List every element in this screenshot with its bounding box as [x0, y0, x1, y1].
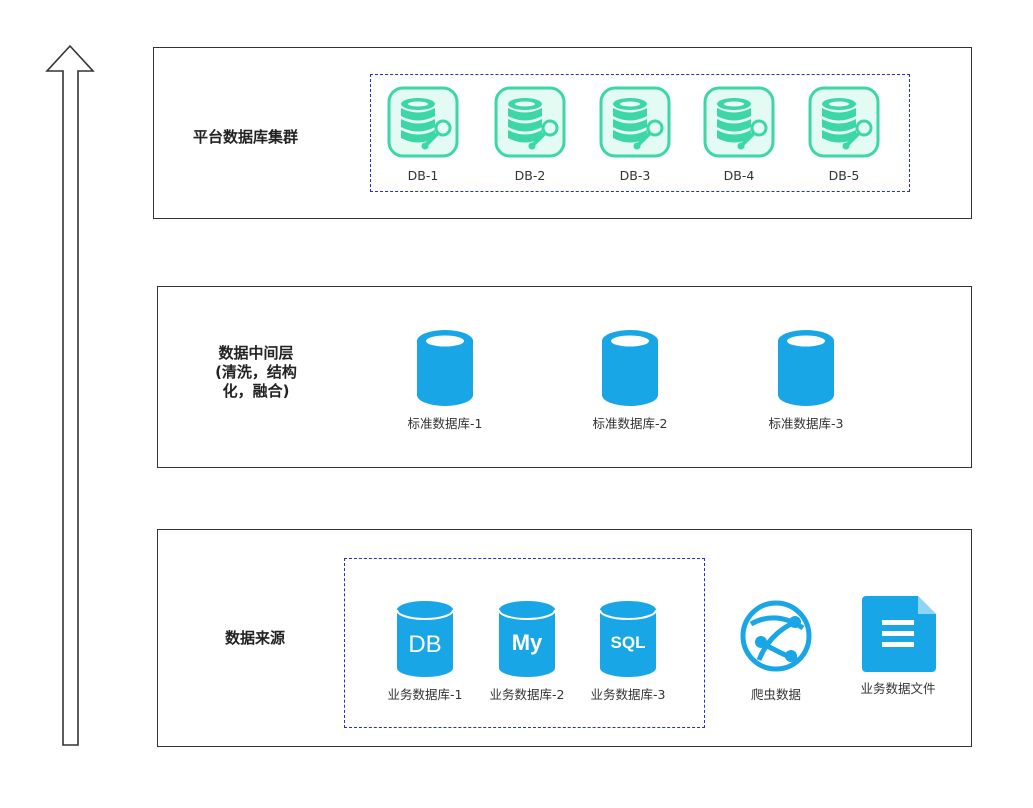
platform-db-group: [370, 74, 910, 192]
platform-db-label: DB-4: [723, 168, 755, 183]
sql-cylinder-icon: SQL: [599, 601, 657, 677]
business-db-label: 业务数据库-1: [387, 687, 463, 702]
business-db-label: 业务数据库-2: [489, 687, 565, 702]
standard-db-label: 标准数据库-3: [768, 416, 844, 431]
middle-layer-title: 数据中间层 (清洗，结构 化，融合): [215, 344, 297, 400]
standard-db-label: 标准数据库-2: [592, 416, 668, 431]
up-arrow-icon: [45, 44, 95, 746]
svg-text:SQL: SQL: [611, 633, 646, 652]
database-cylinder-icon: [602, 330, 658, 406]
svg-text:My: My: [512, 630, 543, 655]
source-layer-box: [157, 529, 972, 747]
business-db-label: 业务数据库-3: [590, 687, 666, 702]
business-file-label: 业务数据文件: [860, 681, 936, 696]
svg-text:DB: DB: [408, 631, 441, 658]
platform-db-label: DB-5: [828, 168, 860, 183]
platform-db-label: DB-2: [514, 168, 546, 183]
source-db-group: [344, 558, 705, 728]
platform-layer-title: 平台数据库集群: [192, 128, 298, 146]
platform-db-label: DB-3: [619, 168, 651, 183]
platform-db-label: DB-1: [407, 168, 439, 183]
document-file-icon: [862, 596, 936, 672]
source-layer-title: 数据来源: [224, 629, 285, 647]
database-cylinder-icon: [778, 330, 834, 406]
database-wrench-icon: [599, 86, 671, 158]
database-wrench-icon: [494, 86, 566, 158]
database-wrench-icon: [808, 86, 880, 158]
globe-network-icon: [740, 600, 812, 672]
mysql-cylinder-icon: My: [498, 601, 556, 677]
crawler-data-label: 爬虫数据: [750, 687, 801, 702]
database-wrench-icon: [703, 86, 775, 158]
standard-db-label: 标准数据库-1: [407, 416, 483, 431]
db-cylinder-icon: DB: [396, 601, 454, 677]
middle-layer-box: [157, 286, 972, 468]
database-wrench-icon: [387, 86, 459, 158]
database-cylinder-icon: [417, 330, 473, 406]
